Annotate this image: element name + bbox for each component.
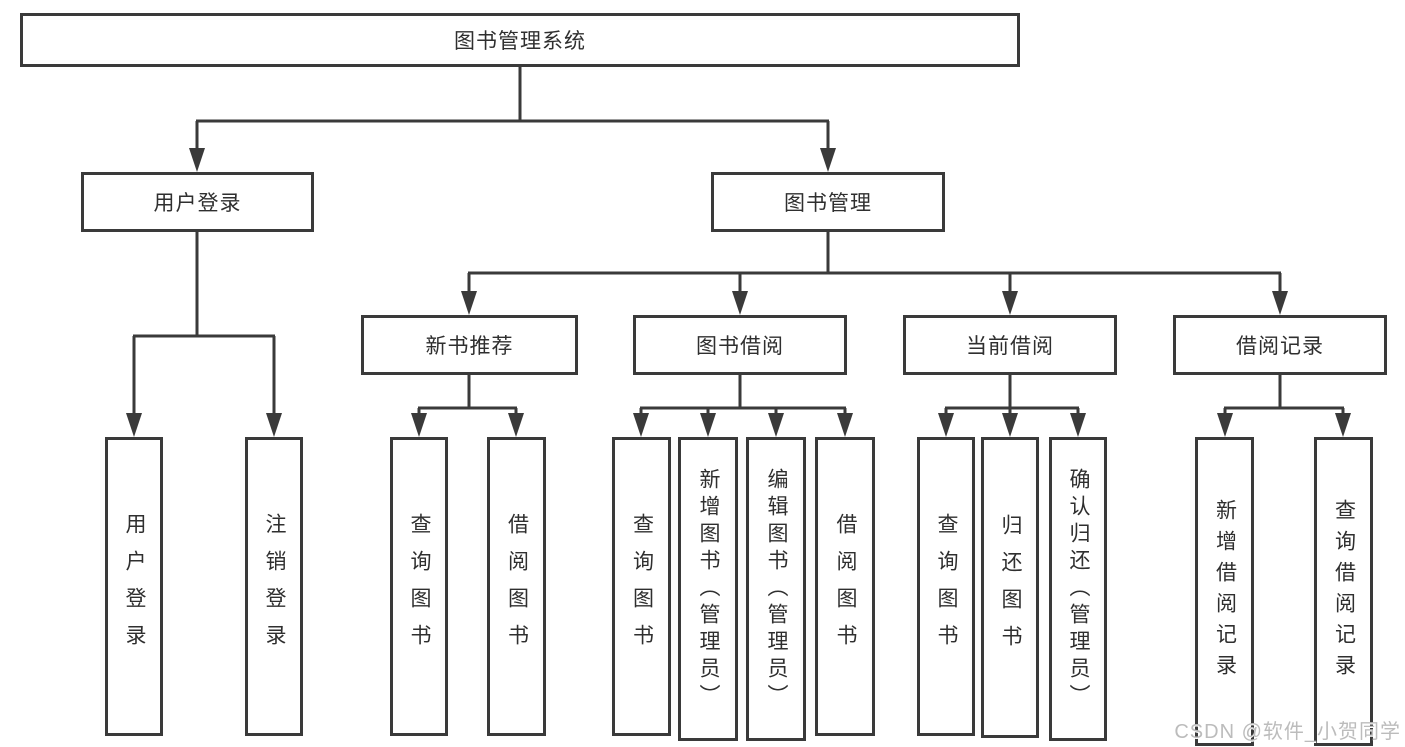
leaf-label: 归还图书	[999, 513, 1022, 662]
leaf-label: 借阅图书	[834, 512, 857, 661]
leaf-add-borrow-record: 新增借阅记录	[1195, 437, 1254, 746]
leaf-label: 用户登录	[123, 512, 146, 661]
node-new-book-recommendation: 新书推荐	[361, 315, 578, 375]
leaf-logout: 注销登录	[245, 437, 303, 736]
leaf-borrow-books: 借阅图书	[815, 437, 875, 736]
leaf-query-books-borrowing: 查询图书	[612, 437, 671, 736]
leaf-add-books-admin: 新增图书（管理员）	[678, 437, 738, 741]
leaf-borrow-books-recommend: 借阅图书	[487, 437, 546, 736]
leaf-label: 注销登录	[263, 512, 286, 661]
leaf-return-books: 归还图书	[981, 437, 1039, 738]
node-book-management-module: 图书管理	[711, 172, 945, 232]
leaf-label: 编辑图书（管理员）	[765, 467, 788, 711]
leaf-edit-books-admin: 编辑图书（管理员）	[746, 437, 806, 741]
leaf-query-books-recommend: 查询图书	[390, 437, 448, 736]
leaf-label: 查询图书	[408, 512, 431, 661]
leaf-label: 借阅图书	[505, 512, 529, 661]
leaf-label: 新增借阅记录	[1213, 498, 1237, 685]
node-library-management-system: 图书管理系统	[20, 13, 1020, 67]
leaf-label: 查询图书	[630, 512, 654, 661]
node-borrowing-records: 借阅记录	[1173, 315, 1387, 375]
csdn-watermark: CSDN @软件_小贺同学	[1174, 721, 1401, 743]
node-book-borrowing: 图书借阅	[633, 315, 847, 375]
leaf-label: 确认归还（管理员）	[1067, 467, 1090, 711]
leaf-query-books-current: 查询图书	[917, 437, 975, 736]
leaf-user-login: 用户登录	[105, 437, 163, 736]
leaf-confirm-return-admin: 确认归还（管理员）	[1049, 437, 1107, 741]
leaf-label: 新增图书（管理员）	[697, 467, 720, 711]
leaf-label: 查询借阅记录	[1332, 498, 1356, 685]
leaf-label: 查询图书	[935, 512, 958, 661]
leaf-query-borrow-record: 查询借阅记录	[1314, 437, 1373, 746]
node-user-login-module: 用户登录	[81, 172, 314, 232]
node-current-borrowing: 当前借阅	[903, 315, 1117, 375]
